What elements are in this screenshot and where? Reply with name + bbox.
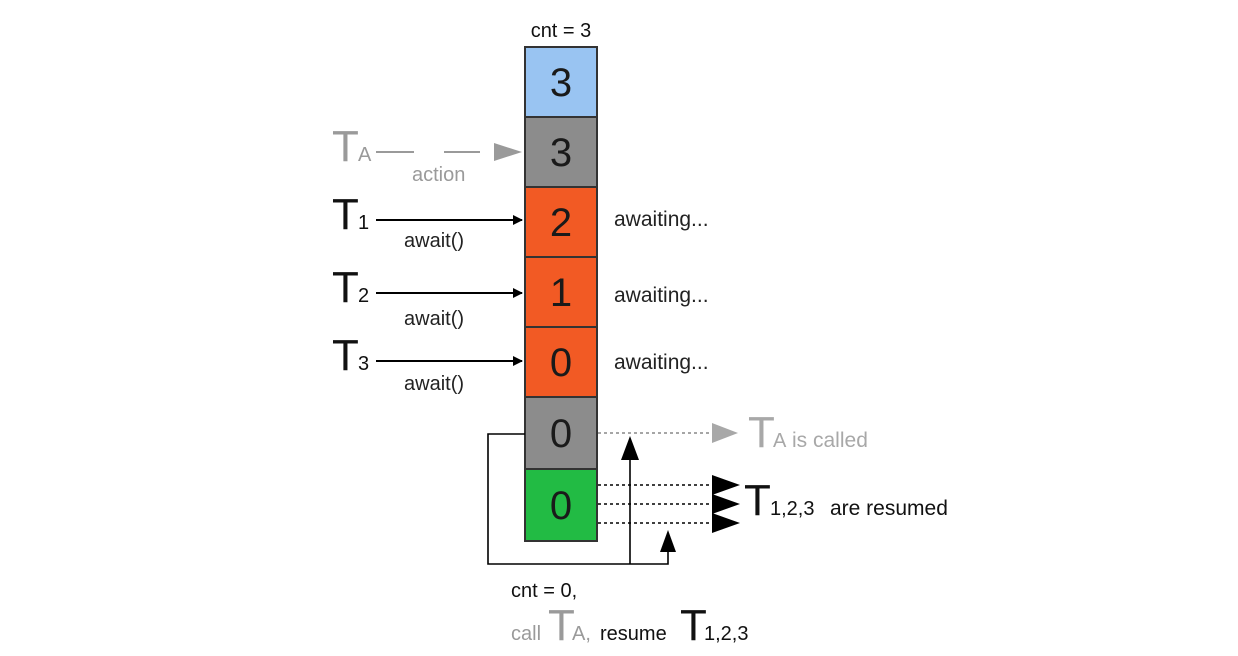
counter-cell-3-value: 2: [550, 201, 572, 245]
action-thread-letter: T: [332, 122, 359, 171]
footer-resume-word: resume: [600, 623, 667, 645]
thread-t3: T 3 await() awaiting...: [332, 331, 709, 395]
counter-cell-6-value: 0: [550, 412, 572, 456]
thread-t2-letter: T: [332, 263, 359, 312]
ta-called-arrowhead: [712, 423, 738, 443]
resumed-text: are resumed: [830, 497, 948, 520]
footer-line-1: cnt = 0,: [511, 580, 577, 602]
counter-cell-7-value: 0: [550, 484, 572, 528]
resumed-label: T 1,2,3 are resumed: [744, 476, 948, 525]
thread-t1-letter: T: [332, 190, 359, 239]
thread-t3-status: awaiting...: [614, 351, 709, 374]
footer-ta-letter: T: [548, 601, 575, 650]
ta-called-letter: T: [748, 408, 775, 457]
call-up-arrowhead: [621, 436, 639, 460]
thread-t3-letter: T: [332, 331, 359, 380]
resumed-letter: T: [744, 476, 771, 525]
resume-arrows: [598, 475, 740, 533]
action-thread: T A action: [332, 122, 522, 186]
thread-t3-await-label: await(): [404, 373, 464, 395]
footer-call-word: call: [511, 623, 541, 645]
counter-cell-5-value: 0: [550, 341, 572, 385]
counter-cell-1-value: 3: [550, 61, 572, 105]
action-thread-subscript: A: [358, 144, 372, 166]
counter-cell-2: [524, 116, 598, 188]
ta-called-subscript: A: [773, 430, 787, 452]
counter-cell-2-value: 3: [550, 131, 572, 175]
loop-line-left: [487, 433, 669, 565]
thread-t2-subscript: 2: [358, 285, 369, 307]
resume-arrowhead-2: [712, 494, 740, 514]
ta-called-text: is called: [792, 429, 868, 452]
resumed-subscript: 1,2,3: [770, 498, 814, 520]
footer-line-2: call T A, resume T 1,2,3: [511, 601, 748, 650]
thread-t3-subscript: 3: [358, 353, 369, 375]
ta-called-label: T A is called: [748, 408, 868, 457]
counter-cell-4: [524, 256, 598, 328]
footer-ta-subscript: A,: [572, 623, 591, 645]
footer-t-letter: T: [680, 601, 707, 650]
counter-cell-6: [524, 396, 598, 470]
resume-arrowhead-1: [712, 475, 740, 495]
thread-t1-status: awaiting...: [614, 208, 709, 231]
counter-top-label: cnt = 3: [531, 20, 592, 42]
thread-t2-await-label: await(): [404, 308, 464, 330]
thread-t2: T 2 await() awaiting...: [332, 263, 709, 330]
thread-t1-await-label: await(): [404, 230, 464, 252]
counter-cell-1: [524, 46, 598, 118]
footer-t-subscript: 1,2,3: [704, 623, 748, 645]
thread-t2-status: awaiting...: [614, 284, 709, 307]
resume-arrowhead-3: [712, 513, 740, 533]
thread-t1-subscript: 1: [358, 212, 369, 234]
counter-cell-4-value: 1: [550, 271, 572, 315]
action-label: action: [412, 164, 465, 186]
thread-t1: T 1 await() awaiting...: [332, 190, 709, 252]
action-arrowhead: [494, 143, 522, 161]
counter-cell-7: [524, 468, 598, 542]
loop-arrowhead-right: [660, 530, 676, 552]
counter-column: 3 3 2 1 0 0 0: [524, 46, 598, 542]
